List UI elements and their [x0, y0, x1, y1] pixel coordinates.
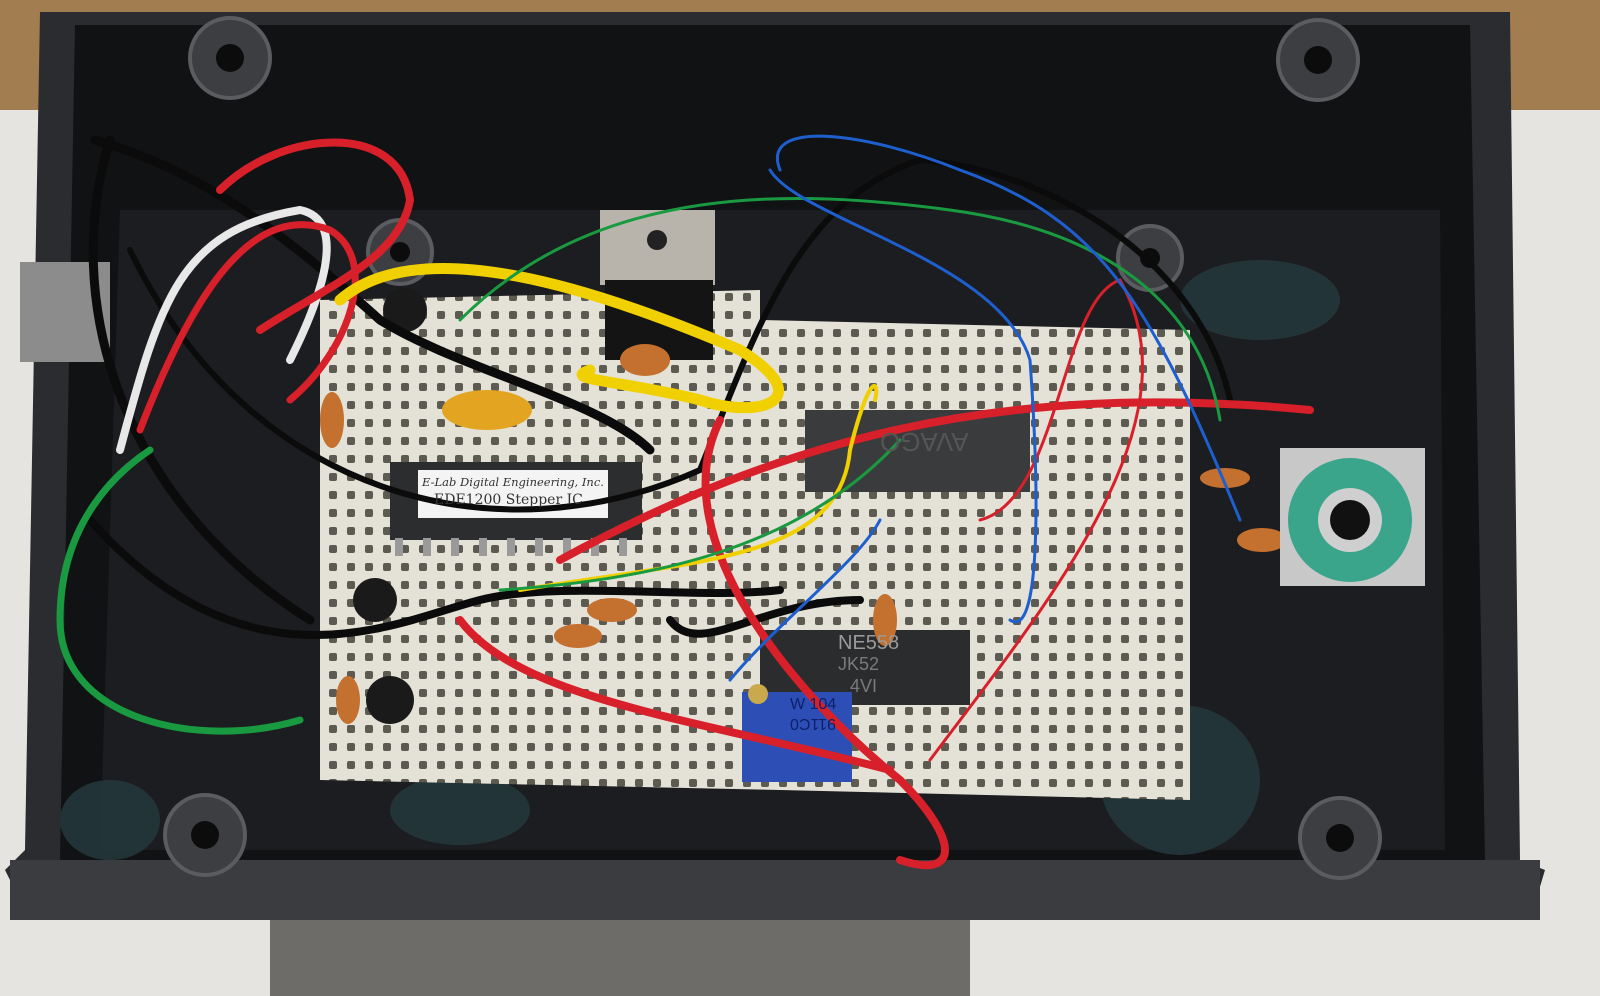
wire-yellow: [334, 262, 784, 414]
ceramic-capacitors: [320, 344, 1287, 724]
wire-red: [136, 221, 359, 434]
wire-blue: [768, 168, 1038, 624]
timer-chip-marking-2: JK52: [838, 654, 880, 674]
wire-red: [701, 416, 949, 870]
enclosure-rim-bottom: [10, 860, 1540, 920]
wires: [56, 134, 1314, 870]
timer-chip-marking-1: NE558: [838, 632, 900, 654]
wire-red: [456, 616, 894, 774]
wire-black: [88, 135, 315, 625]
trimpot-marking-1: W 104: [790, 696, 837, 713]
wire-red: [928, 278, 1144, 762]
wire-black: [90, 135, 655, 455]
wire-green: [458, 197, 1222, 422]
optocoupler-logo: AVAGO: [880, 427, 969, 457]
tantalum-capacitor: [442, 390, 532, 430]
wire-green: [498, 438, 902, 592]
wire-black: [666, 596, 864, 638]
timer-chip-marking-3: 4VI: [850, 676, 878, 696]
stepper-ic-part-label: EDE1200 Stepper IC: [434, 492, 583, 508]
transistors: [353, 288, 427, 724]
wire-blue: [728, 518, 882, 682]
wire-red: [556, 398, 1314, 564]
wire-blue: [776, 134, 1242, 522]
wire-red: [216, 138, 415, 334]
wire-black: [86, 516, 784, 639]
wire-black: [127, 156, 1233, 513]
trimpot-screw: [748, 684, 768, 704]
trimpot-marking-2: 911C0: [790, 715, 836, 732]
wire-green: [56, 446, 304, 735]
stepper-ic-manufacturer-label: E-Lab Digital Engineering, Inc.: [422, 475, 604, 489]
